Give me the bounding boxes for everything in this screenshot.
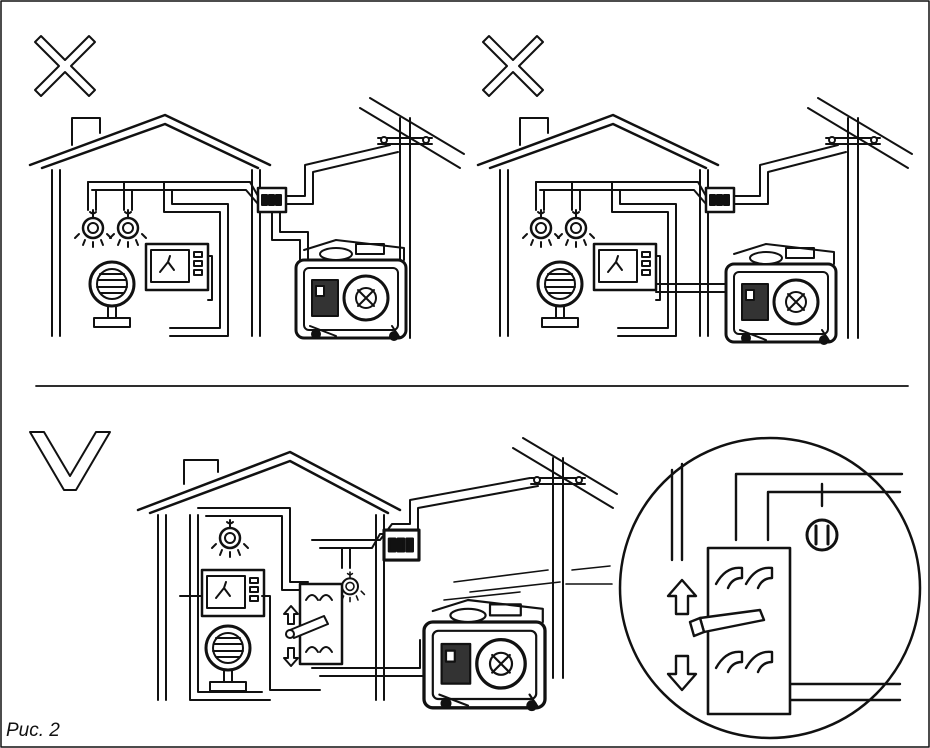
- house-icon: [136, 450, 402, 701]
- light-bulb-icon: [210, 518, 250, 559]
- check-v-mark-icon: [29, 431, 111, 491]
- microwave-icon: [592, 242, 658, 292]
- light-bulb-icon: [108, 208, 148, 249]
- fan-icon: [88, 260, 136, 329]
- panel-incorrect-1: [28, 35, 465, 342]
- wiring: [535, 144, 847, 337]
- panel-incorrect-2: [476, 35, 913, 346]
- microwave-icon: [200, 568, 266, 618]
- fan-icon: [536, 260, 584, 329]
- light-bulb-icon: [73, 208, 113, 249]
- magnifier-circle-icon: [618, 436, 922, 740]
- fuse-box-icon: [256, 186, 288, 214]
- light-bulb-icon: [556, 208, 596, 249]
- zoom-lines: [443, 565, 613, 601]
- generator-icon: [724, 242, 838, 346]
- light-bulb-icon: [805, 518, 839, 552]
- house-icon: [476, 113, 720, 337]
- arrow-up-icon: [283, 605, 299, 625]
- fuse-box-icon: [382, 528, 421, 562]
- generator-icon: [294, 238, 408, 342]
- light-bulb-icon: [521, 208, 561, 249]
- cross-mark-icon: [34, 35, 96, 97]
- wiring: [87, 144, 399, 337]
- fuse-box-icon: [704, 186, 736, 214]
- transfer-switch-icon: [285, 582, 344, 666]
- cross-mark-icon: [482, 35, 544, 97]
- arrow-up-icon: [666, 578, 698, 616]
- arrow-down-icon: [666, 654, 698, 692]
- panel-correct: [29, 431, 922, 740]
- generator-icon: [422, 598, 547, 712]
- figure-caption: Рис. 2: [6, 720, 60, 741]
- house-icon: [28, 113, 272, 337]
- arrow-down-icon: [283, 647, 299, 667]
- microwave-icon: [144, 242, 210, 292]
- fan-icon: [204, 624, 252, 693]
